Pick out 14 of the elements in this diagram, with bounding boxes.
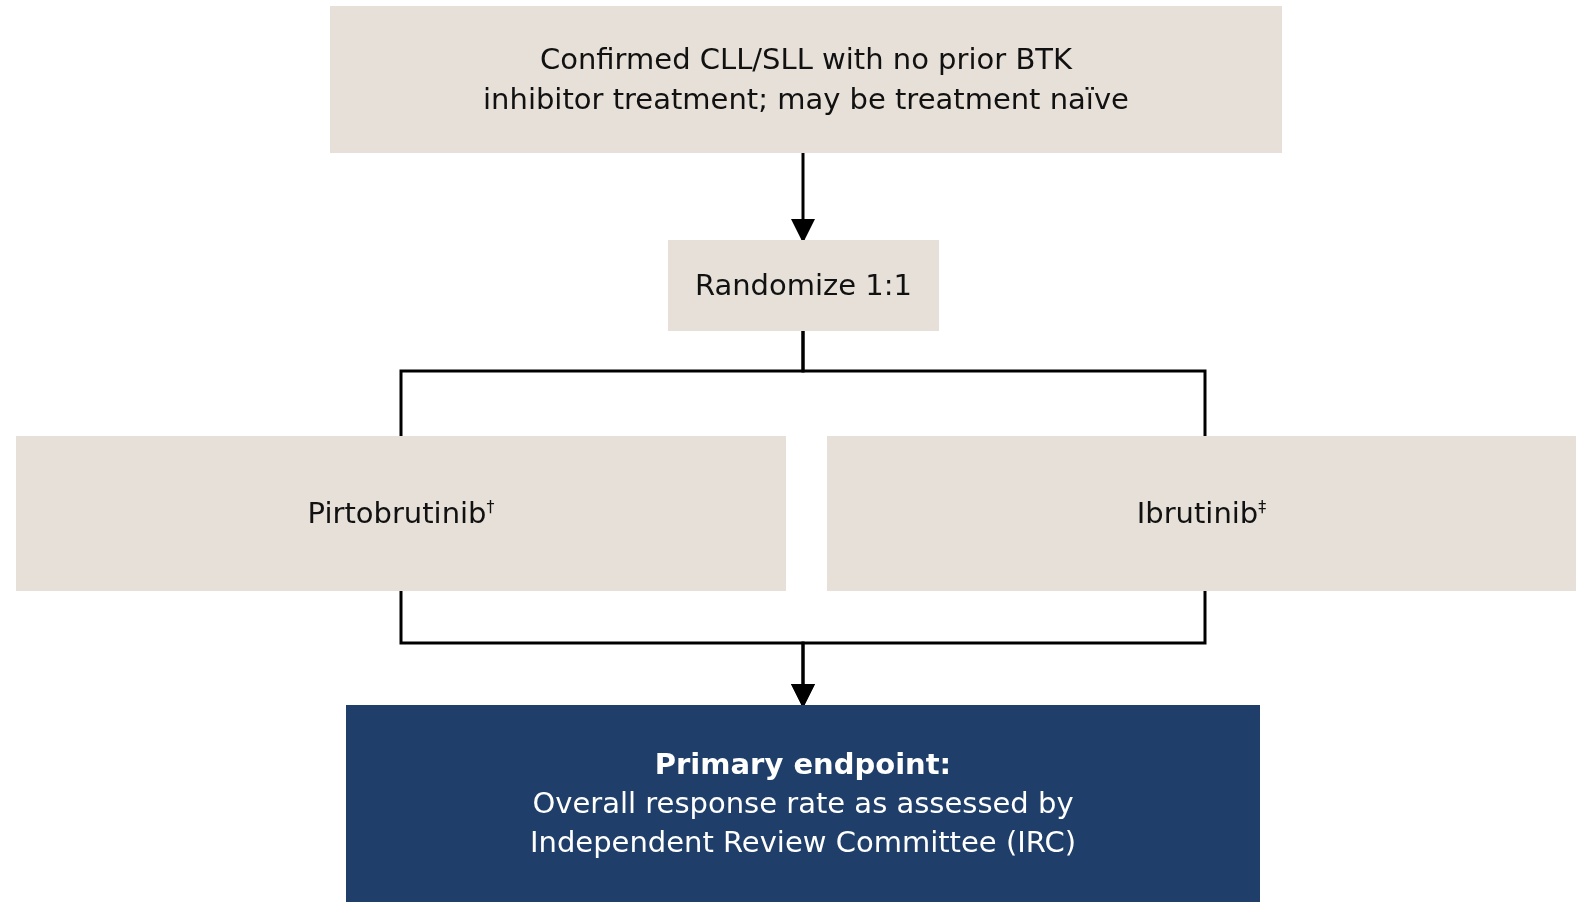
arrow	[791, 591, 1207, 708]
box-text: Ibrutinib$^{‡}$	[1136, 494, 1267, 532]
process-box	[16, 436, 786, 591]
process-box	[827, 436, 1576, 591]
connector-line	[801, 331, 1207, 436]
box-text: Pirtobrutinib$^{†}$	[307, 494, 495, 532]
box-text: Randomize 1:1	[694, 266, 913, 304]
box-heading: Primary endpoint:	[654, 745, 952, 783]
process-box	[330, 6, 1282, 153]
box-text: Confirmed CLL/SLL with no prior BTK inhibitor treatment; may be treatment naïve	[482, 41, 1130, 118]
endpoint-box	[346, 705, 1260, 902]
process-box	[668, 240, 939, 331]
box-text: Overall response rate as assessed by Independent Review Committee (IRC)	[528, 784, 1077, 862]
arrow	[791, 153, 815, 243]
